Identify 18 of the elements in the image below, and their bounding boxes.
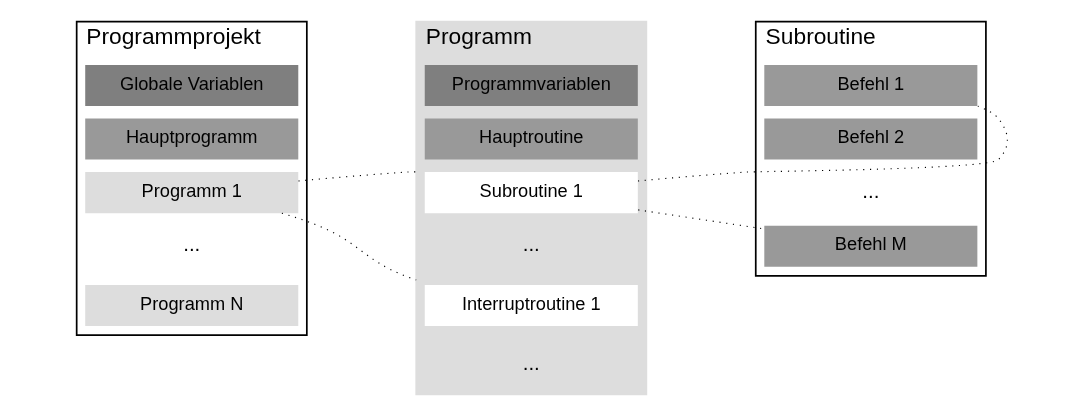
node-box: Globale Variablen	[84, 65, 298, 106]
node-box: Befehl 1	[763, 65, 977, 106]
node-box: Subroutine 1	[424, 172, 638, 214]
node-box: Hauptprogramm	[84, 118, 298, 160]
node-box: Hauptroutine	[424, 118, 638, 160]
node-box: Programm N	[84, 284, 298, 326]
label: ...	[522, 232, 540, 256]
label: ...	[861, 178, 879, 202]
label: ...	[182, 232, 200, 256]
node-box: Befehl M	[763, 225, 977, 267]
connector	[636, 105, 1008, 182]
node-box: Interruptroutine 1	[424, 284, 638, 326]
node-box: Programmvariablen	[424, 65, 638, 106]
label: ...	[522, 350, 540, 374]
node-box: Programm 1	[84, 172, 298, 214]
connector	[280, 212, 417, 281]
node-box: Befehl 2	[763, 118, 977, 160]
connector	[637, 209, 765, 230]
